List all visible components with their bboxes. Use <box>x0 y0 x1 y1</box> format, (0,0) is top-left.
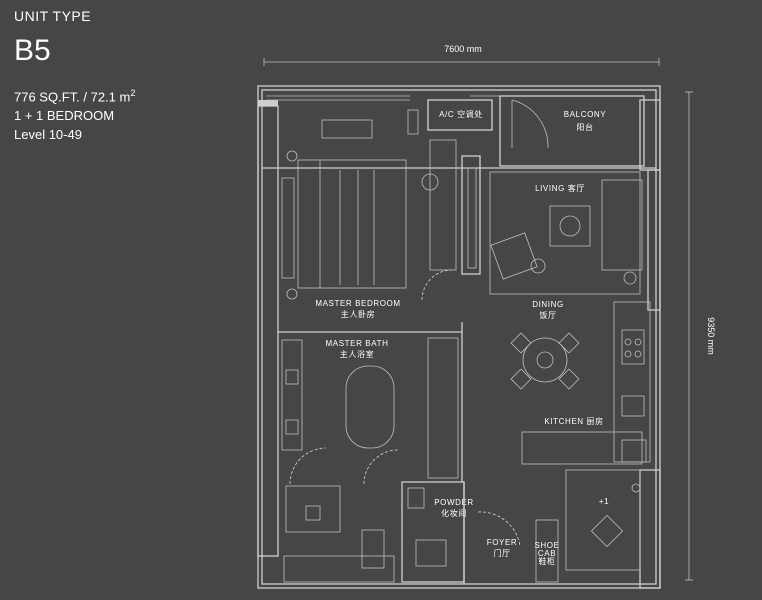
powder-label-cn: 化妆间 <box>441 508 467 518</box>
unit-area: 776 SQ.FT. / 72.1 m2 <box>14 84 135 106</box>
dining-label-cn: 饭厅 <box>539 310 556 320</box>
master-bath-label-cn: 主人浴室 <box>340 349 374 359</box>
wardrobe <box>461 155 481 275</box>
balcony-label-en: BALCONY <box>564 110 606 119</box>
unit-code: B5 <box>14 34 51 67</box>
dining-area: DINING 饭厅 <box>510 300 580 390</box>
shoe-cabinet: SHOE CAB 鞋柜 <box>534 519 559 583</box>
powder-room: POWDER 化妆间 <box>401 481 474 583</box>
unit-info-panel: UNIT TYPE B5 776 SQ.FT. / 72.1 m2 1 + 1 … <box>14 8 135 144</box>
foyer-label-en: FOYER <box>487 538 518 547</box>
master-bedroom: MASTER BEDROOM 主人卧房 <box>281 109 457 319</box>
kitchen: KITCHEN 厨房 <box>521 301 651 465</box>
shoe-cab-label-3: 鞋柜 <box>538 556 555 566</box>
width-dimension: 7600 mm <box>263 44 660 66</box>
master-bedroom-label-cn: 主人卧房 <box>341 309 375 319</box>
top-windows <box>266 95 500 101</box>
unit-area-superscript: 2 <box>130 88 136 98</box>
shoe-cab-label-1: SHOE <box>534 541 559 550</box>
dining-label-en: DINING <box>532 300 564 309</box>
kitchen-label: KITCHEN 厨房 <box>544 416 603 426</box>
powder-label-en: POWDER <box>434 498 474 507</box>
balcony: BALCONY 阳台 <box>499 95 645 167</box>
master-bath-label-en: MASTER BATH <box>326 339 389 348</box>
ac-ledge: A/C 空调处 <box>427 99 493 131</box>
master-bedroom-label-en: MASTER BEDROOM <box>315 299 400 308</box>
balcony-label-cn: 阳台 <box>576 122 593 132</box>
ac-ledge-label: A/C 空调处 <box>439 109 483 119</box>
foyer: FOYER 门厅 <box>463 482 521 584</box>
unit-bedrooms: 1 + 1 BEDROOM <box>14 108 115 124</box>
shoe-cab-label-2: CAB <box>538 549 556 558</box>
plus-one-label: +1 <box>599 497 609 506</box>
width-dimension-label: 7600 mm <box>444 44 482 54</box>
living-room: LIVING 客厅 <box>489 171 643 295</box>
master-bath: MASTER BATH 主人浴室 <box>278 322 463 583</box>
living-label: LIVING 客厅 <box>535 183 585 193</box>
plus-one-room: +1 <box>565 469 641 571</box>
unit-type-label: UNIT TYPE <box>14 8 92 24</box>
unit-levels: Level 10-49 <box>14 127 82 143</box>
foyer-label-cn: 门厅 <box>493 548 510 558</box>
depth-dimension-label: 9350 mm <box>706 317 716 355</box>
outer-walls <box>257 85 661 589</box>
unit-area-value: 776 SQ.FT. / 72.1 m <box>14 89 131 105</box>
depth-dimension: 9350 mm <box>685 91 716 581</box>
